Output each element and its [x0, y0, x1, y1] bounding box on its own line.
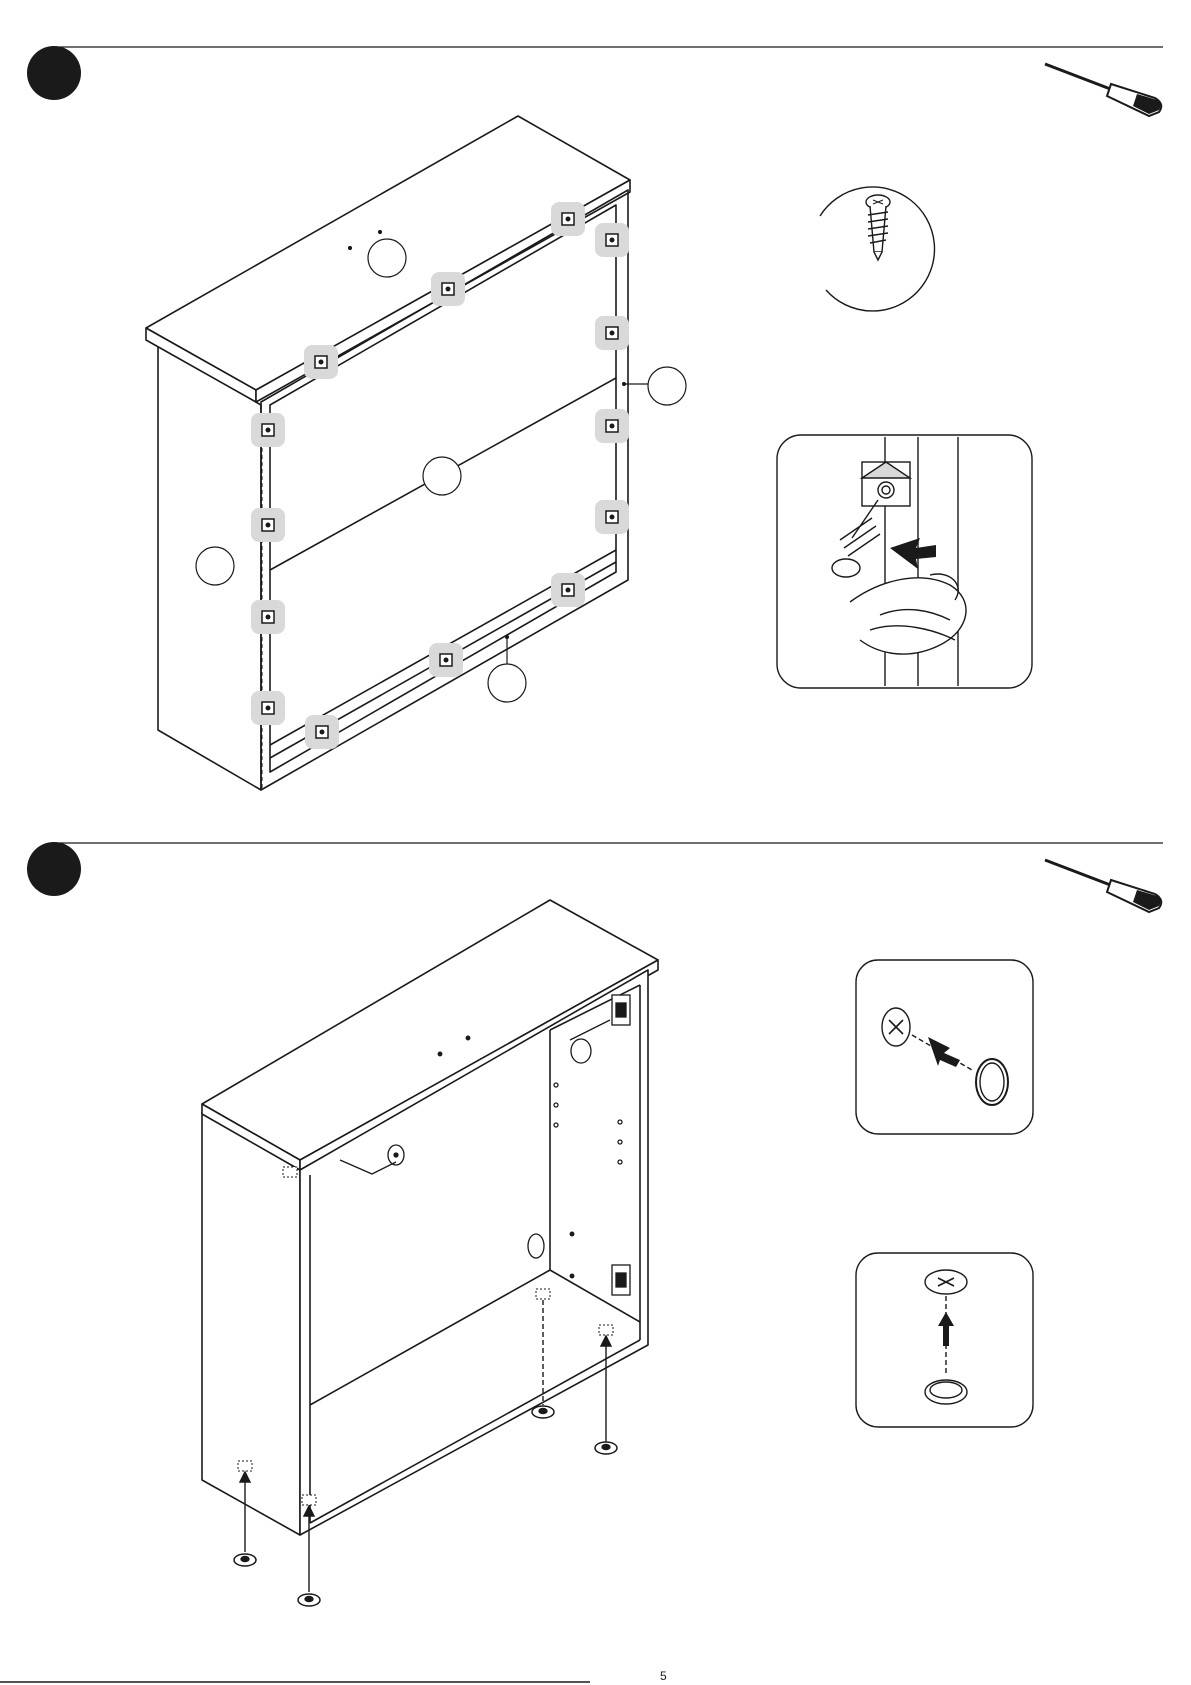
page-footer: 5: [0, 1669, 667, 1683]
page-number: 5: [660, 1669, 667, 1683]
screwdriver-icon: [1045, 64, 1161, 116]
screw-detail: [820, 187, 934, 311]
screw-insertion-detail: [777, 435, 1032, 688]
part-callout: [648, 367, 686, 405]
cover-cap-detail: [856, 960, 1033, 1134]
part-callout: [488, 664, 526, 702]
step-2: [27, 842, 1163, 1606]
step-1: [27, 46, 1163, 790]
part-callout: [368, 239, 406, 277]
part-callout: [423, 457, 461, 495]
step-badge: [27, 842, 81, 896]
screwdriver-icon: [1045, 860, 1161, 912]
part-callout: [196, 547, 234, 585]
cabinet-front-assembly: [202, 900, 658, 1535]
foot-glide-detail: [856, 1253, 1033, 1427]
step-badge: [27, 46, 81, 100]
